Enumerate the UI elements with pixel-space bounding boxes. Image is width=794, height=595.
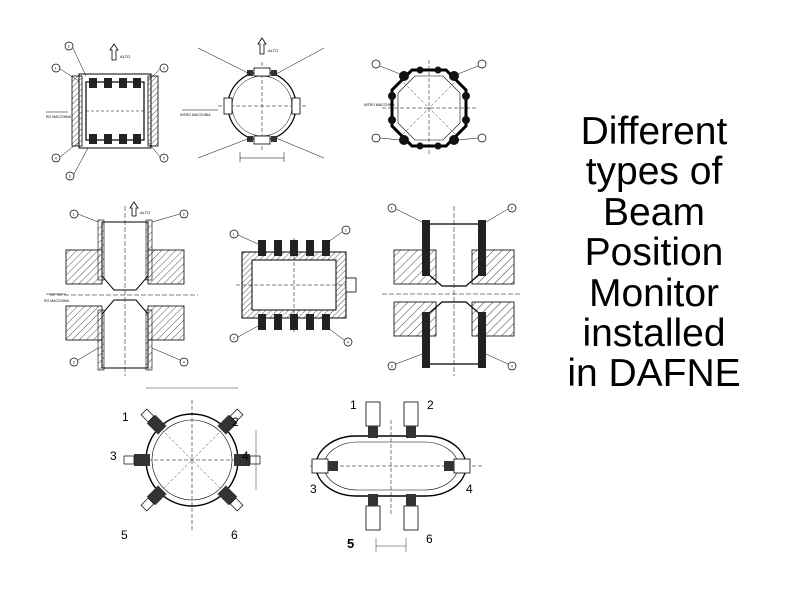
side-label: RO MACCHINA <box>46 115 72 119</box>
bpm-drawing-six-button-round: 1 2 3 4 5 6 <box>106 380 282 550</box>
marker-1: 1 <box>73 213 75 217</box>
side-label: INTRO MACCHINA <box>180 113 211 117</box>
caption-line: Different <box>580 110 728 153</box>
number-6: 6 <box>426 532 433 546</box>
marker-2: 2 <box>183 213 185 217</box>
marker-1: 1 <box>233 233 235 237</box>
slide-caption: Different types of Beam Position Monitor… <box>548 110 760 396</box>
number-3: 3 <box>310 482 317 496</box>
caption-line: Monitor <box>588 271 720 315</box>
bpm-drawing-square-section: ALTO RO MACCHINA 2 1 3 4 5 6 <box>44 36 180 186</box>
side-label: RO MACCHINA <box>44 299 70 303</box>
marker-4: 4 <box>183 361 185 365</box>
marker-4: 4 <box>347 341 349 345</box>
bpm-drawing-longitudinal-section: ALTO RO MACCHINA 1 2 3 4 <box>44 198 202 378</box>
number-6: 6 <box>231 528 238 542</box>
marker-1: 1 <box>391 207 393 211</box>
marker-4: 4 <box>55 157 57 161</box>
caption-line: Position <box>584 231 724 275</box>
number-4: 4 <box>466 482 473 496</box>
marker-6: 6 <box>69 175 71 179</box>
side-label: INTRO MACCHINA <box>364 103 395 107</box>
number-2: 2 <box>232 415 239 429</box>
caption-line: installed <box>582 312 726 356</box>
bpm-drawing-circular-section: ALTO INTRO MACCHINA <box>178 34 340 182</box>
bpm-drawing-rectangular-section: 1 2 3 4 <box>222 218 366 352</box>
number-1: 1 <box>122 410 129 424</box>
bpm-drawing-six-button-elliptical: 1 2 3 4 5 6 <box>300 392 492 562</box>
marker-1: 1 <box>55 67 57 71</box>
bpm-drawing-octagonal-section: INTRO MACCHINA <box>362 42 498 182</box>
number-5: 5 <box>121 528 128 542</box>
caption-line: in DAFNE <box>567 352 741 396</box>
top-label: ALTO <box>268 48 278 53</box>
marker-4: 4 <box>511 365 513 369</box>
marker-2: 2 <box>345 229 347 233</box>
marker-5: 5 <box>163 157 165 161</box>
top-label: ALTO <box>120 54 130 59</box>
marker-3: 3 <box>233 337 235 341</box>
number-2: 2 <box>427 398 434 412</box>
top-label: ALTO <box>140 210 150 215</box>
number-4: 4 <box>242 449 249 463</box>
number-1: 1 <box>350 398 357 412</box>
number-3: 3 <box>110 449 117 463</box>
marker-3: 3 <box>391 365 393 369</box>
bpm-drawing-magnet-section: 1 2 3 4 <box>376 198 526 378</box>
caption-line: types of <box>585 150 723 194</box>
marker-2: 2 <box>511 207 513 211</box>
marker-3: 3 <box>163 67 165 71</box>
marker-3: 3 <box>73 361 75 365</box>
number-5: 5 <box>347 536 354 551</box>
marker-2: 2 <box>68 45 70 49</box>
caption-line: Beam <box>603 190 705 234</box>
